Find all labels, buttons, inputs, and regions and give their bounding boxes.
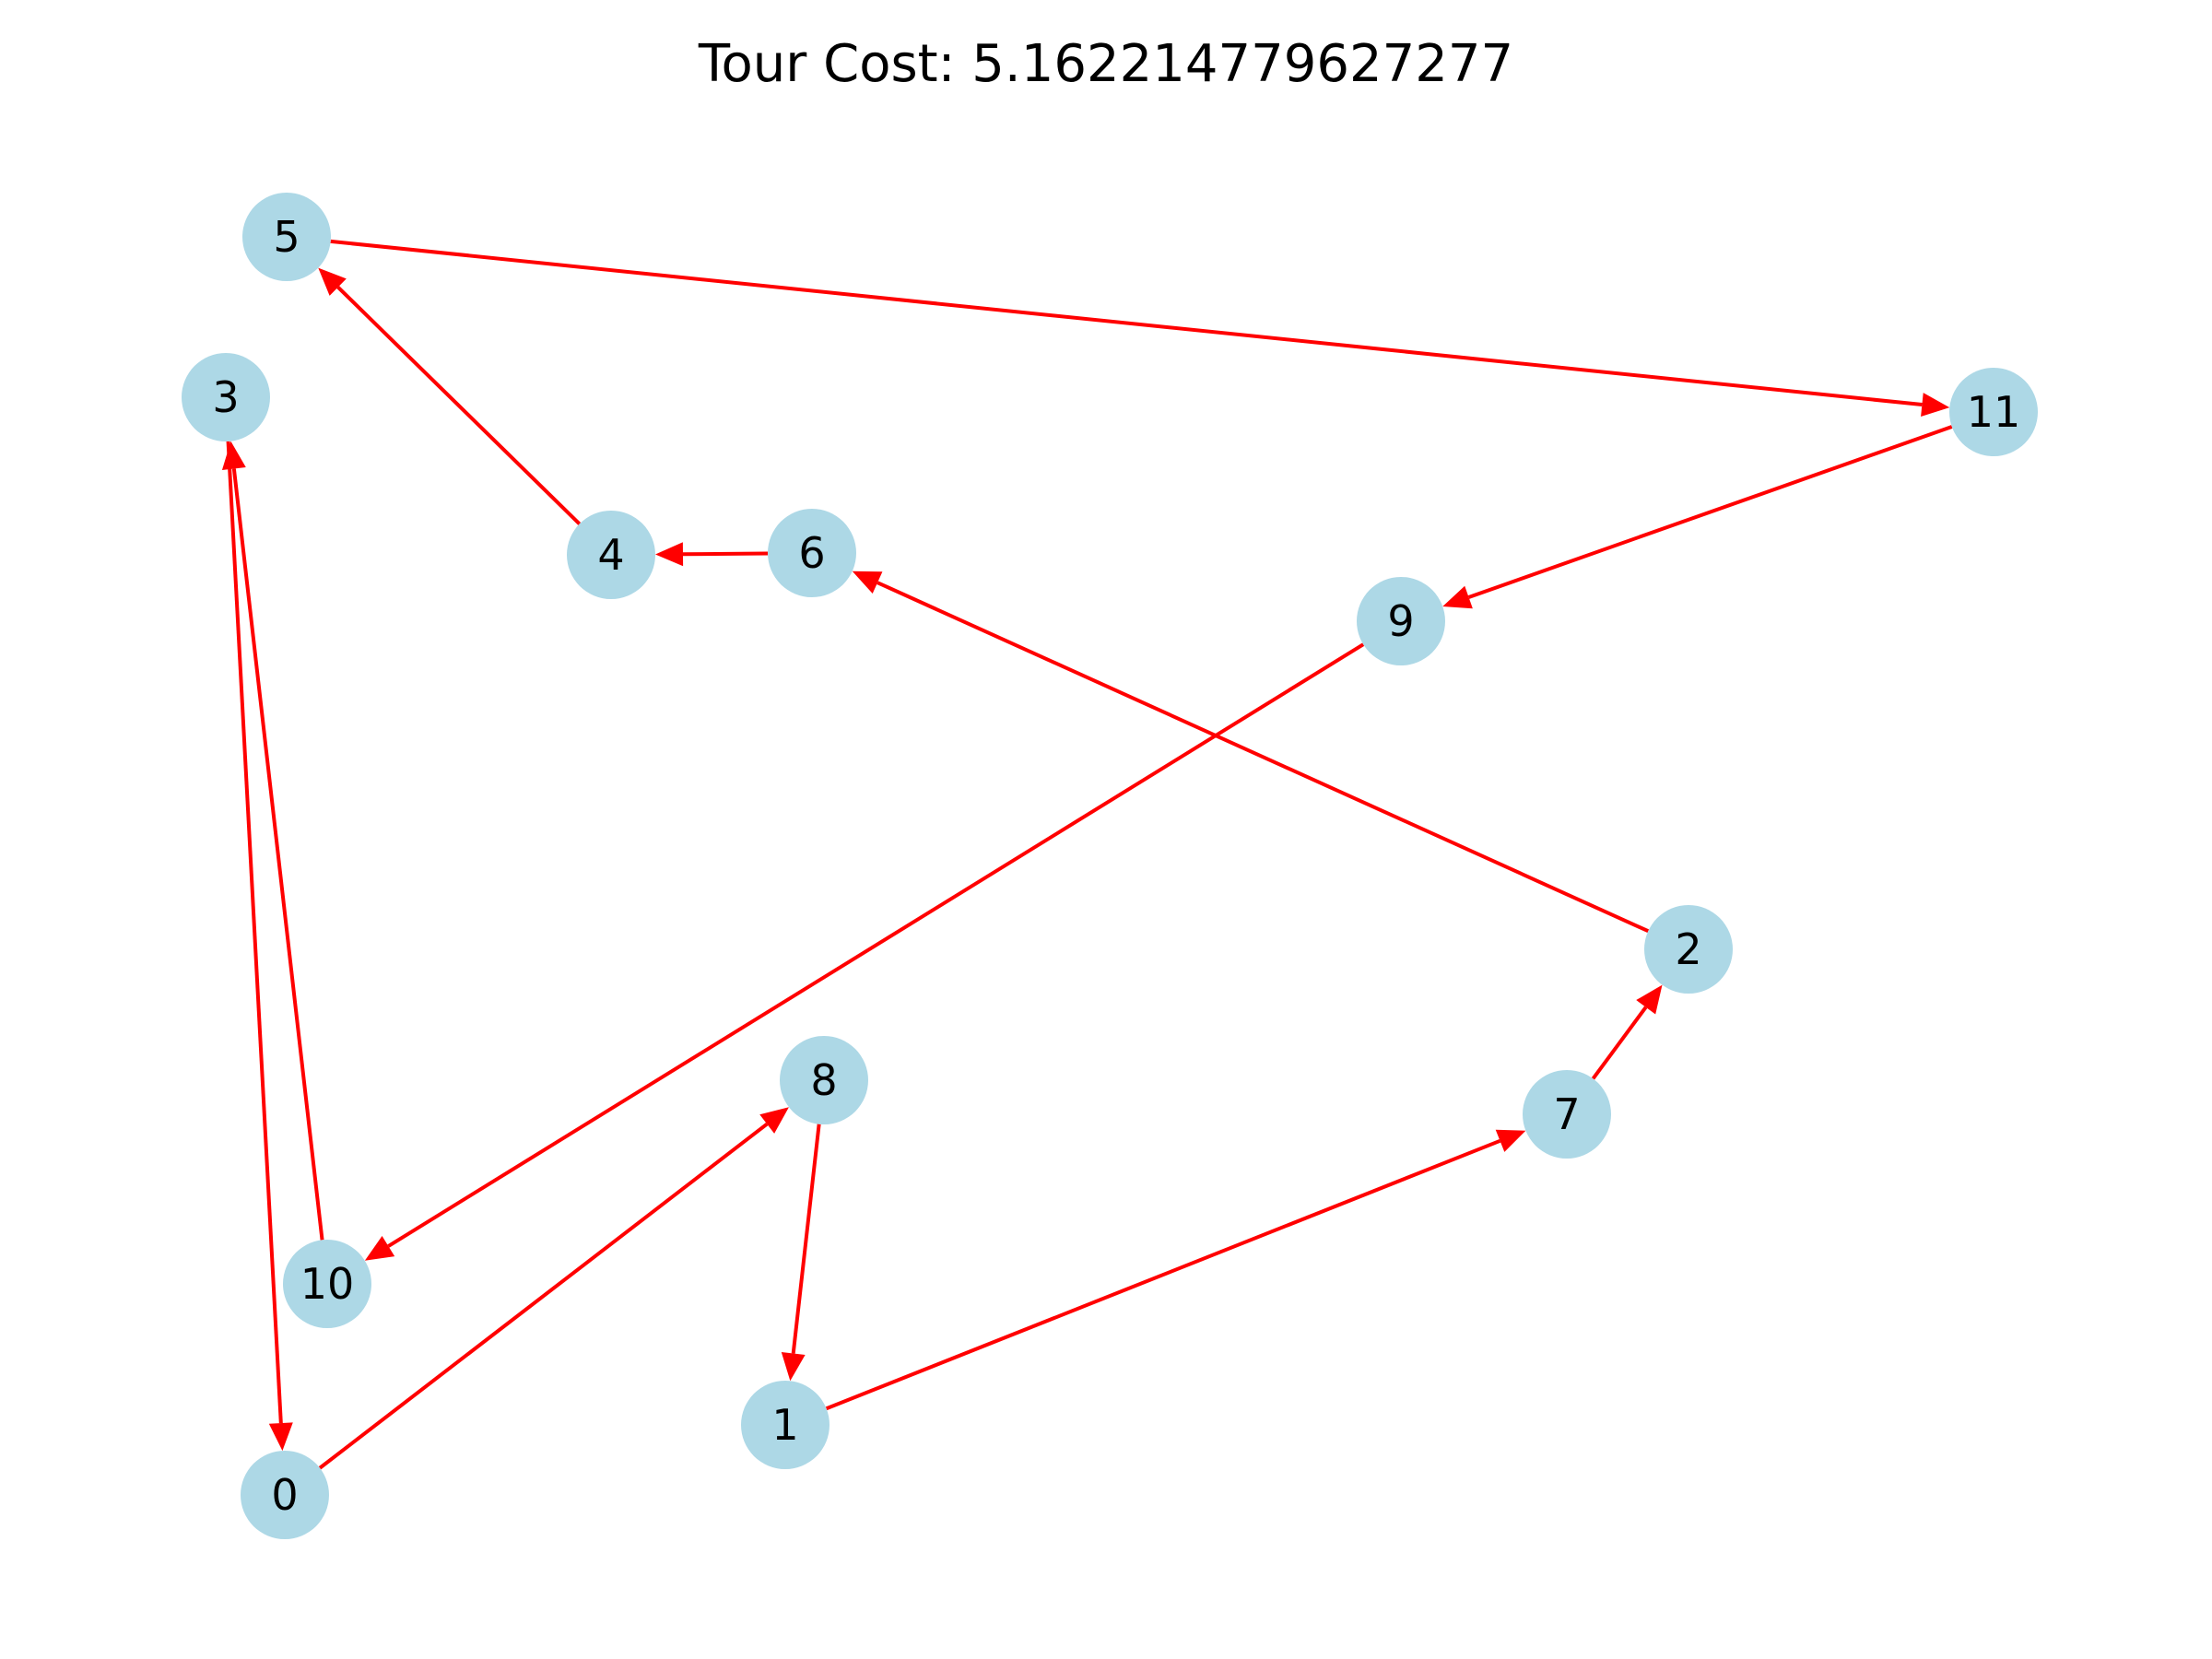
edge-3-to-0 [226, 441, 293, 1452]
edge-line [226, 441, 283, 1424]
node-label: 5 [273, 212, 300, 262]
edge-arrowhead [268, 1422, 293, 1452]
node-6: 6 [768, 509, 856, 597]
node-label: 6 [798, 528, 825, 578]
edge-11-to-9 [1442, 425, 1953, 609]
edge-arrowhead [759, 1107, 789, 1134]
node-label: 11 [1967, 387, 2021, 437]
node-circle [242, 193, 331, 281]
node-circle [741, 1381, 830, 1469]
node-circle [1357, 577, 1445, 665]
node-circle [241, 1451, 329, 1539]
node-3: 3 [182, 353, 270, 441]
node-circle [1949, 368, 2038, 456]
edge-4-to-5 [318, 267, 582, 525]
edge-7-to-2 [1591, 984, 1663, 1080]
node-circle [182, 353, 270, 441]
node-label: 3 [212, 372, 239, 422]
edge-arrowhead [221, 441, 246, 470]
node-label: 4 [597, 530, 624, 580]
node-9: 9 [1357, 577, 1445, 665]
edge-line [330, 239, 1923, 407]
chart-title: Tour Cost: 5.162214779627277 [698, 34, 1513, 94]
edge-9-to-10 [364, 642, 1365, 1261]
node-1: 1 [741, 1381, 830, 1469]
node-circle [780, 1036, 868, 1124]
edge-arrowhead [781, 1352, 806, 1382]
edge-line [318, 1122, 769, 1470]
edge-6-to-4 [654, 542, 769, 567]
node-5: 5 [242, 193, 331, 281]
node-10: 10 [283, 1240, 371, 1328]
node-0: 0 [241, 1451, 329, 1539]
node-label: 9 [1387, 596, 1414, 646]
node-label: 10 [300, 1259, 355, 1309]
node-2: 2 [1644, 905, 1733, 994]
node-circle [1523, 1070, 1611, 1159]
node-4: 4 [567, 511, 655, 599]
node-circle [283, 1240, 371, 1328]
edge-10-to-3 [221, 441, 324, 1241]
node-circle [768, 509, 856, 597]
edge-line [682, 551, 769, 557]
edge-arrowhead [1442, 585, 1473, 609]
edge-line [387, 642, 1365, 1248]
edge-arrowhead [654, 542, 684, 567]
edge-2-to-6 [852, 571, 1650, 934]
node-circle [1644, 905, 1733, 994]
node-label: 0 [271, 1470, 298, 1520]
edge-8-to-1 [781, 1124, 821, 1382]
edge-line [1591, 1006, 1648, 1080]
edge-5-to-11 [330, 239, 1950, 417]
node-8: 8 [780, 1036, 868, 1124]
node-circle [567, 511, 655, 599]
node-label: 8 [810, 1055, 837, 1105]
edge-0-to-8 [318, 1107, 789, 1470]
edge-line [1467, 425, 1953, 599]
edge-line [336, 286, 582, 525]
edge-arrowhead [1636, 984, 1663, 1015]
node-label: 7 [1553, 1089, 1580, 1139]
edge-line [231, 468, 324, 1241]
edge-line [825, 1138, 1501, 1411]
edge-arrowhead [1921, 393, 1950, 417]
edge-line [791, 1124, 821, 1354]
node-label: 2 [1675, 924, 1701, 974]
edge-arrowhead [364, 1235, 395, 1261]
edge-1-to-7 [825, 1129, 1526, 1411]
node-label: 1 [771, 1400, 798, 1450]
nodes-layer: 0 1 2 3 4 5 6 7 8 9 10 11 [182, 193, 2038, 1539]
edge-line [877, 581, 1650, 934]
node-7: 7 [1523, 1070, 1611, 1159]
edges-layer [221, 239, 1953, 1470]
edge-arrowhead [1495, 1129, 1526, 1152]
edge-arrowhead [318, 267, 347, 296]
edge-arrowhead [852, 571, 883, 594]
node-11: 11 [1949, 368, 2038, 456]
